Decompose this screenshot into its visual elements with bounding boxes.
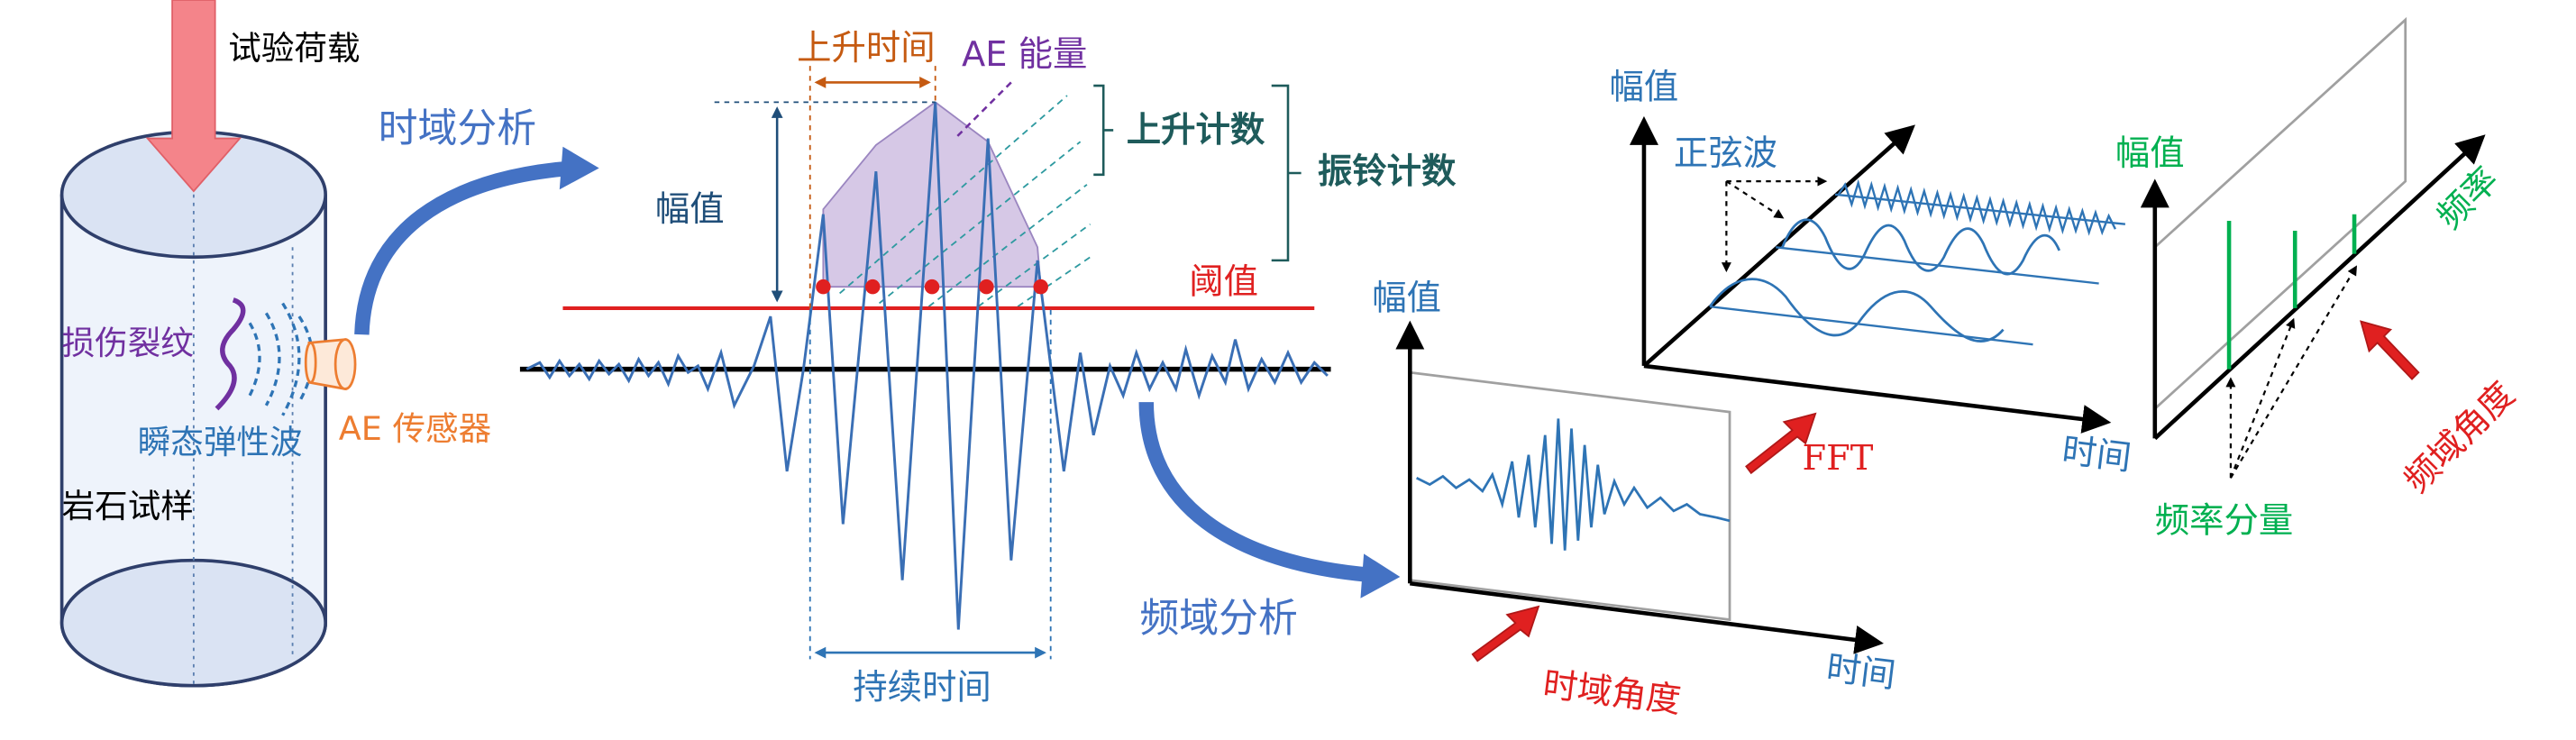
sine-wave-mid [1781,218,2061,276]
damage-crack [215,297,246,411]
ae-waveform [525,102,1329,630]
freq-components-label: 频率分量 [2155,501,2294,542]
rise-count-bracket [1093,84,1114,177]
threshold-crossing-point [1033,279,1048,295]
time-view-time-axis [1410,581,1884,654]
freq-analysis-flow-arrow [1138,402,1375,583]
damage-crack-label: 损伤裂纹 [62,324,194,362]
fft-arrow [1745,412,1817,475]
freq-angle-arrow [2360,320,2420,380]
frequency-label: 频率 [2429,160,2507,237]
fft-time-label: 时间 [2060,430,2133,479]
test-load-label: 试验荷载 [228,29,360,68]
rise-count-label: 上升计数 [1127,110,1265,151]
sine-low-baseline [1709,305,2033,346]
time-view-plane [1408,370,1731,622]
ae-energy-region [822,101,1042,288]
elastic-wave-arcs [248,302,315,416]
time-domain-angle-label: 时域角度 [1540,664,1683,721]
time-view-amp-label: 幅值 [1372,279,1441,319]
threshold-crossing-point [979,279,994,295]
rock-sample-label: 岩石试样 [62,487,194,525]
sine-pointer-arrows [1721,176,1828,273]
freq-component-pointers [2225,265,2357,479]
freq-domain-angle-label: 频域角度 [2397,374,2523,500]
amplitude-label: 幅值 [655,189,725,230]
spectrum-amp-label: 幅值 [2115,133,2185,174]
sine-wave-high [1837,178,2116,236]
ring-count-label: 振铃计数 [1318,151,1457,192]
ae-energy-pointer [954,81,1012,140]
time-analysis-flow-arrow [354,160,574,335]
threshold-label: 阈值 [1189,261,1258,302]
freq-view-freq-axis [2153,134,2486,441]
freq-analysis-arrowhead [1360,553,1401,598]
time-view-signal [1416,418,1731,551]
ae-energy-label: AE 能量 [962,34,1087,75]
sine-wave-low [1708,278,2005,343]
threshold-crossing-point [864,279,881,295]
ae-sensor [304,338,357,391]
fft-amp-label: 幅值 [1610,68,1679,108]
fft-time-axis [1643,363,2112,434]
freq-domain-analysis-label: 频域分析 [1139,595,1298,641]
load-arrow [145,0,242,193]
transient-wave-label: 瞬态弹性波 [138,423,303,461]
threshold-crossings [816,279,1048,295]
duration-label: 持续时间 [853,667,991,708]
rise-time-label: 上升时间 [797,28,936,69]
time-angle-arrow [1471,605,1540,662]
rock-specimen [59,130,327,688]
threshold-crossing-point [924,279,940,295]
fft-label: FFT [1802,438,1873,479]
sine-wave-label: 正弦波 [1674,133,1777,174]
time-domain-analysis-label: 时域分析 [379,105,537,151]
time-analysis-arrowhead [559,146,599,190]
threshold-crossing-point [816,279,831,295]
ring-count-bracket [1271,84,1302,262]
ae-sensor-label: AE 传感器 [339,409,491,448]
time-view-time-label: 时间 [1824,648,1898,697]
freq-view-plane [2153,16,2407,412]
